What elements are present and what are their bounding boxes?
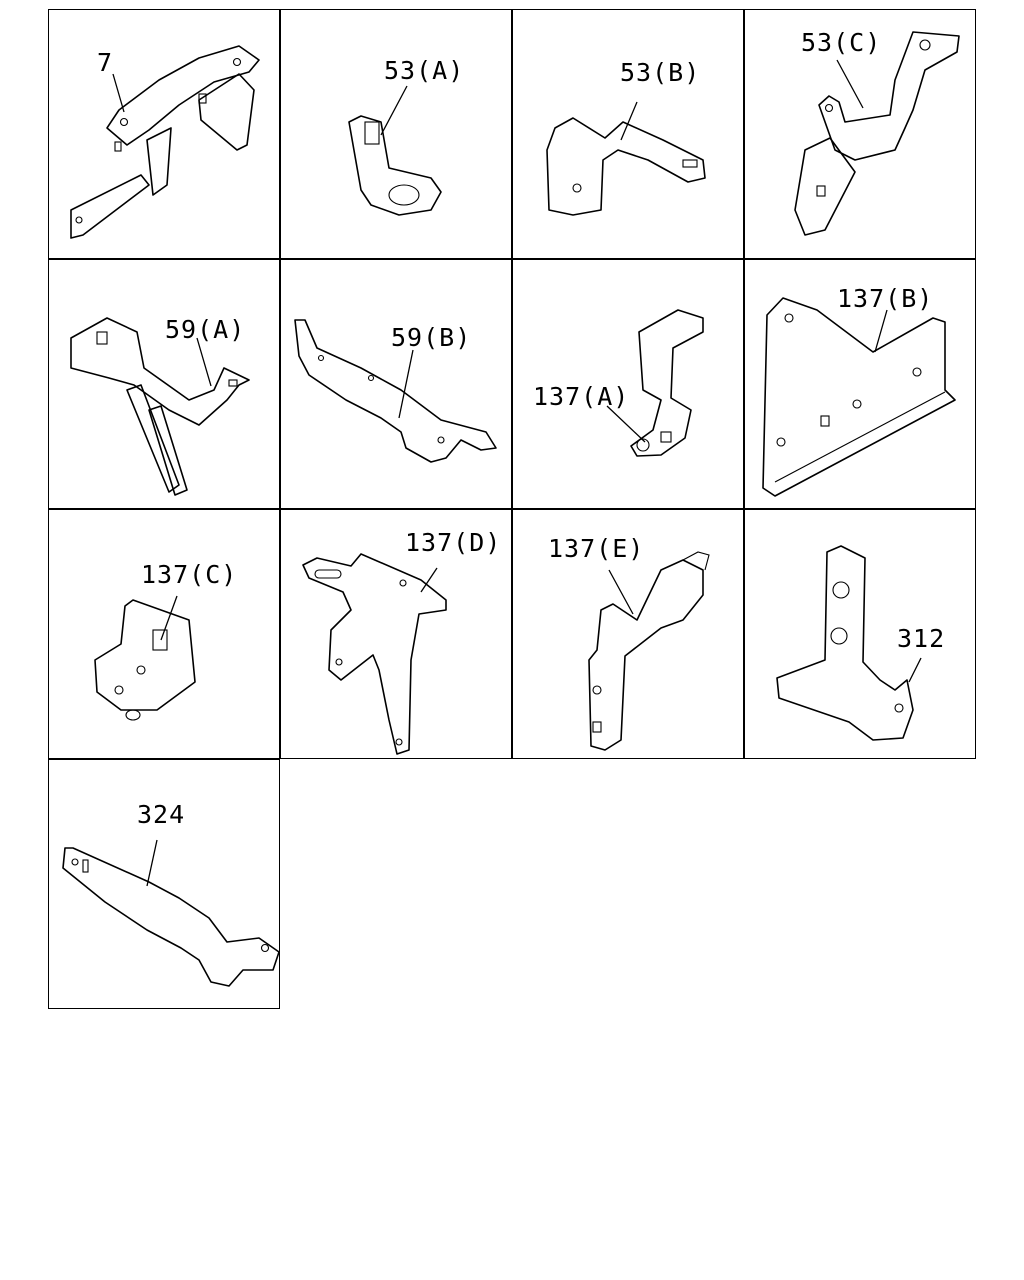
bracket-7-icon <box>70 45 260 239</box>
part-label-59b: 59(B) <box>391 323 472 352</box>
part-cell-53a: 53(A) <box>280 9 512 259</box>
bracket-53c-icon <box>794 31 960 236</box>
part-cell-137d: 137(D) <box>280 509 512 759</box>
part-label-137d: 137(D) <box>405 528 502 557</box>
part-cell-137a: 137(A) <box>512 259 744 509</box>
bracket-53b-icon <box>546 101 706 216</box>
bracket-324-icon <box>62 839 280 987</box>
part-cell-59a: 59(A) <box>48 259 280 509</box>
part-label-53c: 53(C) <box>801 28 882 57</box>
part-cell-59b: 59(B) <box>280 259 512 509</box>
part-label-7: 7 <box>97 48 114 77</box>
bracket-59b-icon <box>294 319 497 463</box>
bracket-137b-icon <box>762 297 956 497</box>
part-label-59a: 59(A) <box>165 315 246 344</box>
part-label-53b: 53(B) <box>620 58 701 87</box>
part-cell-53c: 53(C) <box>744 9 976 259</box>
part-label-137c: 137(C) <box>141 560 238 589</box>
part-label-137b: 137(B) <box>837 284 934 313</box>
bracket-137d-icon <box>302 553 447 755</box>
part-label-53a: 53(A) <box>384 56 465 85</box>
part-label-137e: 137(E) <box>548 534 645 563</box>
part-cell-137b: 137(B) <box>744 259 976 509</box>
part-cell-137e: 137(E) <box>512 509 744 759</box>
bracket-312-icon <box>776 545 922 741</box>
bracket-137e-icon <box>588 551 710 751</box>
part-label-137a: 137(A) <box>533 382 630 411</box>
bracket-53a-icon <box>348 85 442 216</box>
parts-grid: 7 53(A) 53(B) 53(C) <box>48 9 976 1011</box>
bracket-137a-icon <box>606 309 704 457</box>
part-cell-324: 324 <box>48 759 280 1009</box>
bracket-59a-icon <box>70 317 250 496</box>
part-cell-53b: 53(B) <box>512 9 744 259</box>
bracket-137c-icon <box>94 595 196 721</box>
part-label-312: 312 <box>897 624 946 653</box>
part-cell-312: 312 <box>744 509 976 759</box>
part-label-324: 324 <box>137 800 186 829</box>
part-cell-137c: 137(C) <box>48 509 280 759</box>
part-cell-7: 7 <box>48 9 280 259</box>
